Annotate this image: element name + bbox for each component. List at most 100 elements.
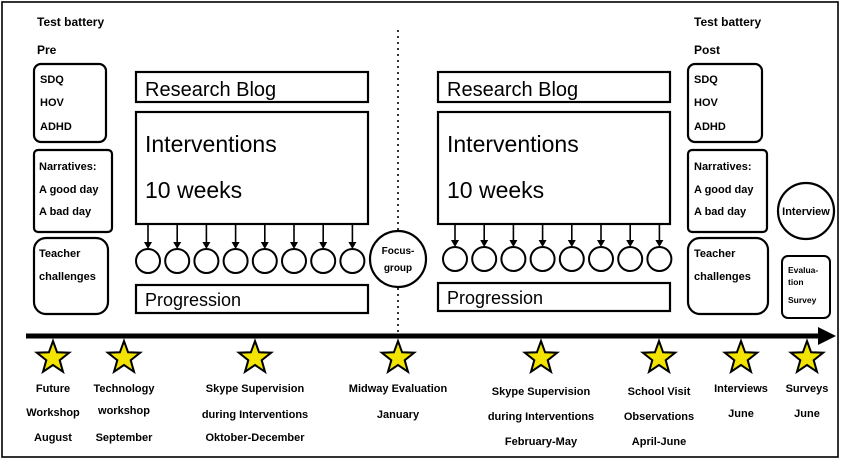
timeline-label: Workshop xyxy=(26,407,80,419)
post-evaluation-line2: tion xyxy=(788,277,804,287)
pre-label: Pre xyxy=(37,43,57,57)
post-interview: Interview xyxy=(782,206,830,218)
timeline-events: FutureWorkshopAugustTechnologyworkshopSe… xyxy=(26,338,829,448)
timeline-label: during Interventions xyxy=(202,409,308,421)
phase2-arrow-head xyxy=(509,240,518,247)
pre-test-sdq: SDQ xyxy=(40,74,64,86)
phase1-week-circle xyxy=(251,248,278,274)
pre-test-adhd: ADHD xyxy=(40,121,72,133)
pre-narrative-good-day: A good day xyxy=(39,184,99,196)
timeline-label: School Visit xyxy=(628,386,691,398)
timeline-label: during Interventions xyxy=(488,411,594,423)
phase1-arrow-head xyxy=(260,242,269,249)
timeline-label: Skype Supervision xyxy=(492,386,591,398)
phase1-week-circle xyxy=(310,248,337,274)
phase2-arrow-head xyxy=(655,240,664,247)
phase2-weeks: 10 weeks xyxy=(447,177,544,203)
phase2-week-arrows xyxy=(451,224,664,247)
phase1-interventions-box xyxy=(134,110,370,226)
phase2-progression-box xyxy=(436,281,672,313)
phase2-progression: Progression xyxy=(447,288,543,308)
phase2-research-blog: Research Blog xyxy=(447,79,578,101)
post-interview-circle xyxy=(776,181,836,241)
phase2-research-blog-box xyxy=(436,70,672,104)
post-test-hov: HOV xyxy=(694,97,719,109)
timeline-label: Surveys xyxy=(786,383,829,395)
phase2-week-circle xyxy=(646,246,673,272)
timeline-label: August xyxy=(34,432,72,444)
post-narrative-bad-day: A bad day xyxy=(694,206,747,218)
phase2-week-circle xyxy=(617,246,644,272)
timeline-label: Skype Supervision xyxy=(206,383,305,395)
phase1-week-circle xyxy=(339,248,366,274)
phase1-progression: Progression xyxy=(145,290,241,310)
timeline-star-icon xyxy=(522,338,560,375)
phase2-arrow-head xyxy=(538,240,547,247)
phase1-weeks: 10 weeks xyxy=(145,177,242,203)
post-evaluation-line3: Survey xyxy=(788,295,817,305)
timeline-label: workshop xyxy=(97,405,150,417)
phase1-interventions: Interventions xyxy=(145,131,277,157)
post-narrative-good-day: A good day xyxy=(694,184,754,196)
pre-narratives-box xyxy=(32,148,114,234)
phase2-arrow-head xyxy=(597,240,605,247)
phase2-week-circle xyxy=(529,246,556,272)
pre-narratives-title: Narratives: xyxy=(39,161,96,173)
timeline-star-icon xyxy=(788,338,826,375)
post-teacher-line1: Teacher xyxy=(694,248,736,260)
phase2-week-circle xyxy=(442,246,468,272)
pre-teacher-line1: Teacher xyxy=(39,248,81,260)
phase1-arrow-head xyxy=(144,242,152,249)
timeline-star-icon xyxy=(379,338,417,375)
phase1-arrow-head xyxy=(348,242,357,249)
post-test-sdq: SDQ xyxy=(694,74,718,86)
pre-tests-box xyxy=(32,62,108,144)
post-narratives-box xyxy=(686,148,769,234)
timeline-label: June xyxy=(794,408,820,420)
pre-teacher-box xyxy=(32,236,110,316)
post-tests-box xyxy=(686,62,764,144)
phase1-week-circle xyxy=(222,248,249,274)
focus-group-line1: Focus- xyxy=(382,246,415,257)
pre-test-hov: HOV xyxy=(40,97,65,109)
phase2-arrow-head xyxy=(626,240,635,247)
focus-group-line2: group xyxy=(384,263,412,274)
timeline-star-icon xyxy=(105,338,143,375)
phase1-research-blog-box xyxy=(134,70,370,104)
phase1-research-blog: Research Blog xyxy=(145,79,276,101)
post-teacher-line2: challenges xyxy=(694,271,751,283)
phase2-week-circle xyxy=(558,246,585,272)
post-test-battery-label: Test battery xyxy=(694,15,761,29)
phase2-arrow-head xyxy=(567,240,576,247)
phase2-interventions-box xyxy=(436,110,672,226)
timeline-label: September xyxy=(96,432,154,444)
timeline-label: February-May xyxy=(505,436,578,448)
phase1-arrow-head xyxy=(231,242,240,249)
timeline-star-icon xyxy=(34,338,72,375)
pre-narrative-bad-day: A bad day xyxy=(39,206,92,218)
post-evaluation-line1: Evalua- xyxy=(788,265,818,275)
timeline-arrowhead xyxy=(818,327,836,345)
phase1-arrow-head xyxy=(173,242,182,249)
post-teacher-box xyxy=(686,236,770,316)
phase1-week-circle xyxy=(193,248,220,274)
post-evaluation-box xyxy=(781,255,831,319)
phase2-week-circles xyxy=(442,246,673,272)
timeline-label: January xyxy=(377,409,420,421)
timeline-label: Oktober-December xyxy=(205,432,305,444)
phase1-week-circles xyxy=(135,248,366,274)
phase1-week-circle xyxy=(281,248,307,274)
phase2-week-circle xyxy=(500,246,527,272)
post-narratives-title: Narratives: xyxy=(694,161,751,173)
pre-test-battery-label: Test battery xyxy=(37,15,104,29)
phase1-week-circle xyxy=(135,248,161,274)
post-test-adhd: ADHD xyxy=(694,121,726,133)
phase1-arrow-head xyxy=(319,242,328,249)
timeline-label: April-June xyxy=(632,436,686,448)
post-label: Post xyxy=(694,43,720,57)
timeline-star-icon xyxy=(236,338,274,375)
phase1-week-circle xyxy=(164,248,191,274)
timeline-label: Future xyxy=(36,383,70,395)
